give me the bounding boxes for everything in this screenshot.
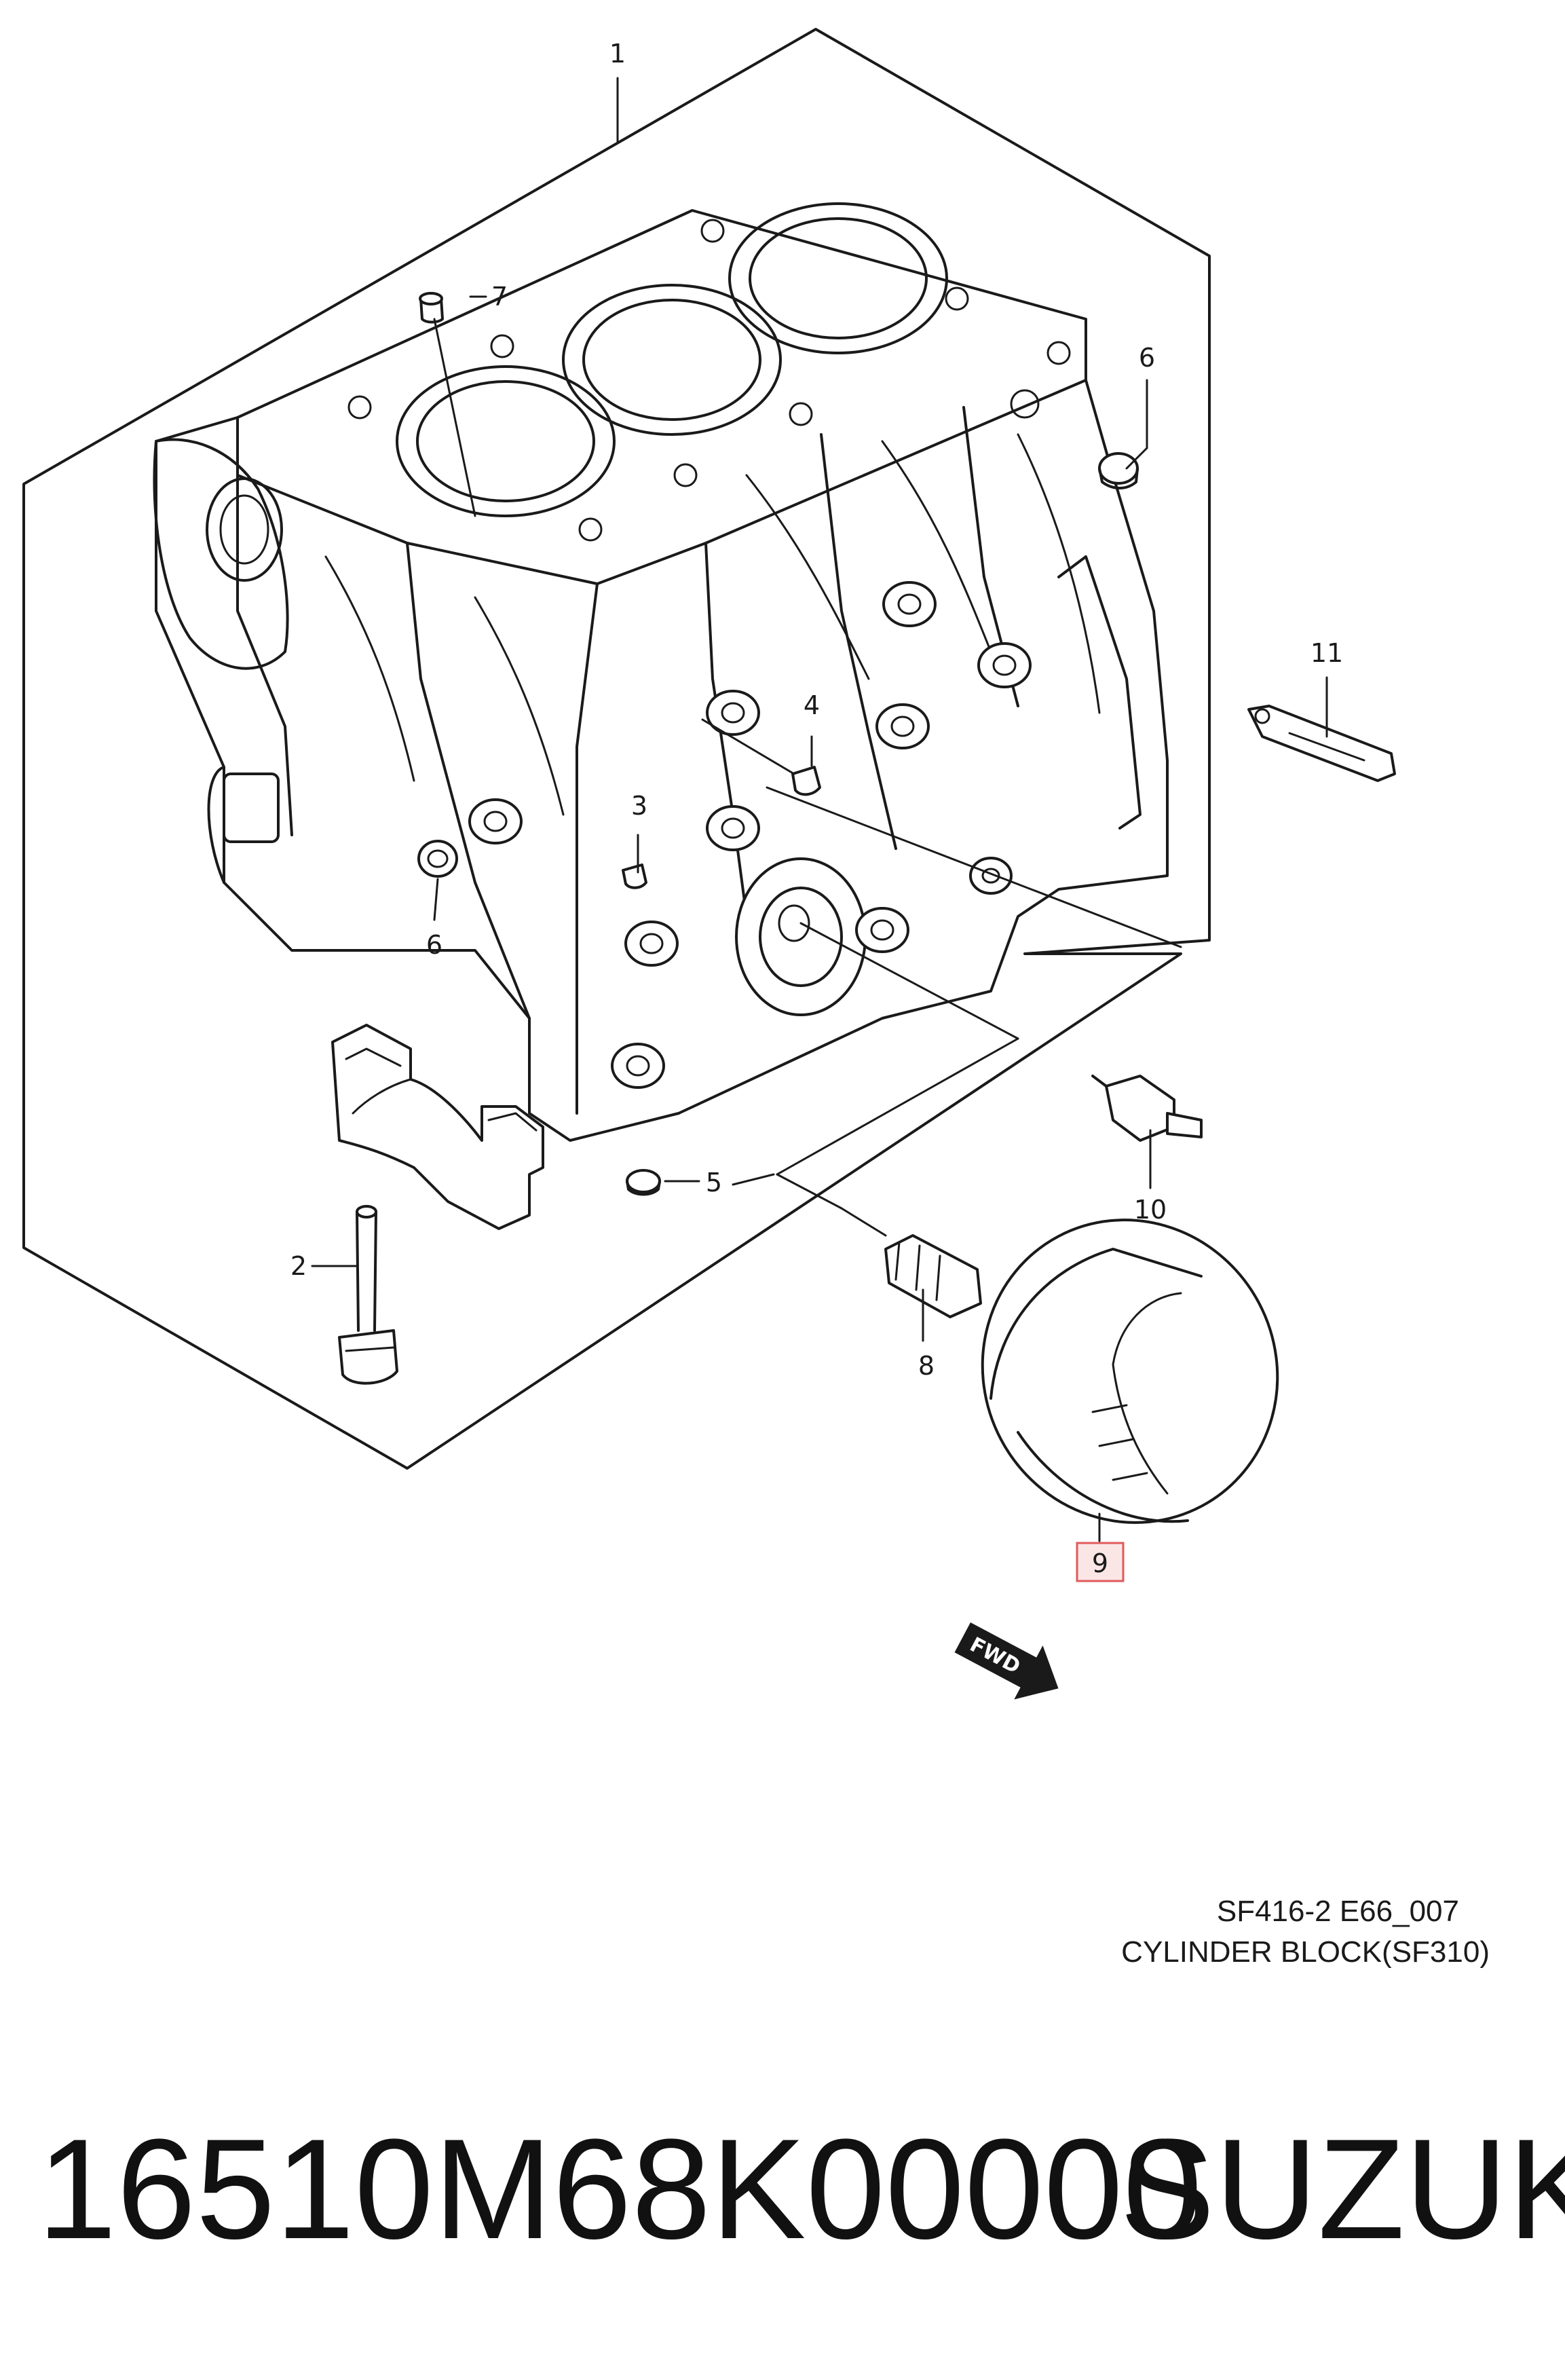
callout-3: 3 [631,791,647,821]
callout-4: 4 [804,690,820,720]
diagram-title: CYLINDER BLOCK(SF310) [1121,1935,1490,1969]
plug-4 [791,766,821,796]
plug-5 [626,1169,661,1196]
callout-10: 10 [1134,1195,1167,1225]
plug-3 [622,863,647,889]
callout-6-right: 6 [1139,343,1155,373]
callout-11: 11 [1311,638,1343,668]
leader-lines [311,77,1328,1542]
diagram-code: SF416-2 E66_007 [1217,1895,1459,1928]
bolt-2-drawing [338,1205,398,1385]
callout-8: 8 [918,1351,935,1381]
footer-area [0,1982,1565,2380]
stud-8-drawing [884,1234,982,1318]
callout-5: 5 [706,1168,722,1197]
assembly-outline [22,28,1211,1470]
callout-2: 2 [290,1251,307,1281]
plug-6-right [1098,452,1139,489]
bearing-cap-drawing [331,1024,544,1230]
parts-diagram: FWD 1 2 3 4 5 6 6 7 8 9 10 11 SF416-2 E6… [22,28,1490,1969]
callout-6-left: 6 [426,930,442,960]
callout-9: 9 [1092,1548,1108,1578]
brand-name: SUZUKI [1120,2109,1565,2269]
part-number: 16510M68K00000 [37,2109,1203,2269]
callout-7: 7 [491,282,508,312]
pressure-switch-10-drawing [1091,1075,1203,1142]
plug-7 [419,292,444,324]
oil-filter-9-drawing [981,1219,1279,1524]
callout-9-highlight [1076,1542,1125,1582]
cylinder-block-drawing [153,202,1169,1142]
bracket-11-drawing [1247,705,1396,782]
plug-6-left [417,840,458,878]
callout-1: 1 [609,39,626,69]
fwd-arrow-icon: FWD [954,1622,1059,1700]
exploded-view-svg: FWD 1 2 3 4 5 6 6 7 8 9 10 11 SF416-2 E6… [22,28,1490,1969]
